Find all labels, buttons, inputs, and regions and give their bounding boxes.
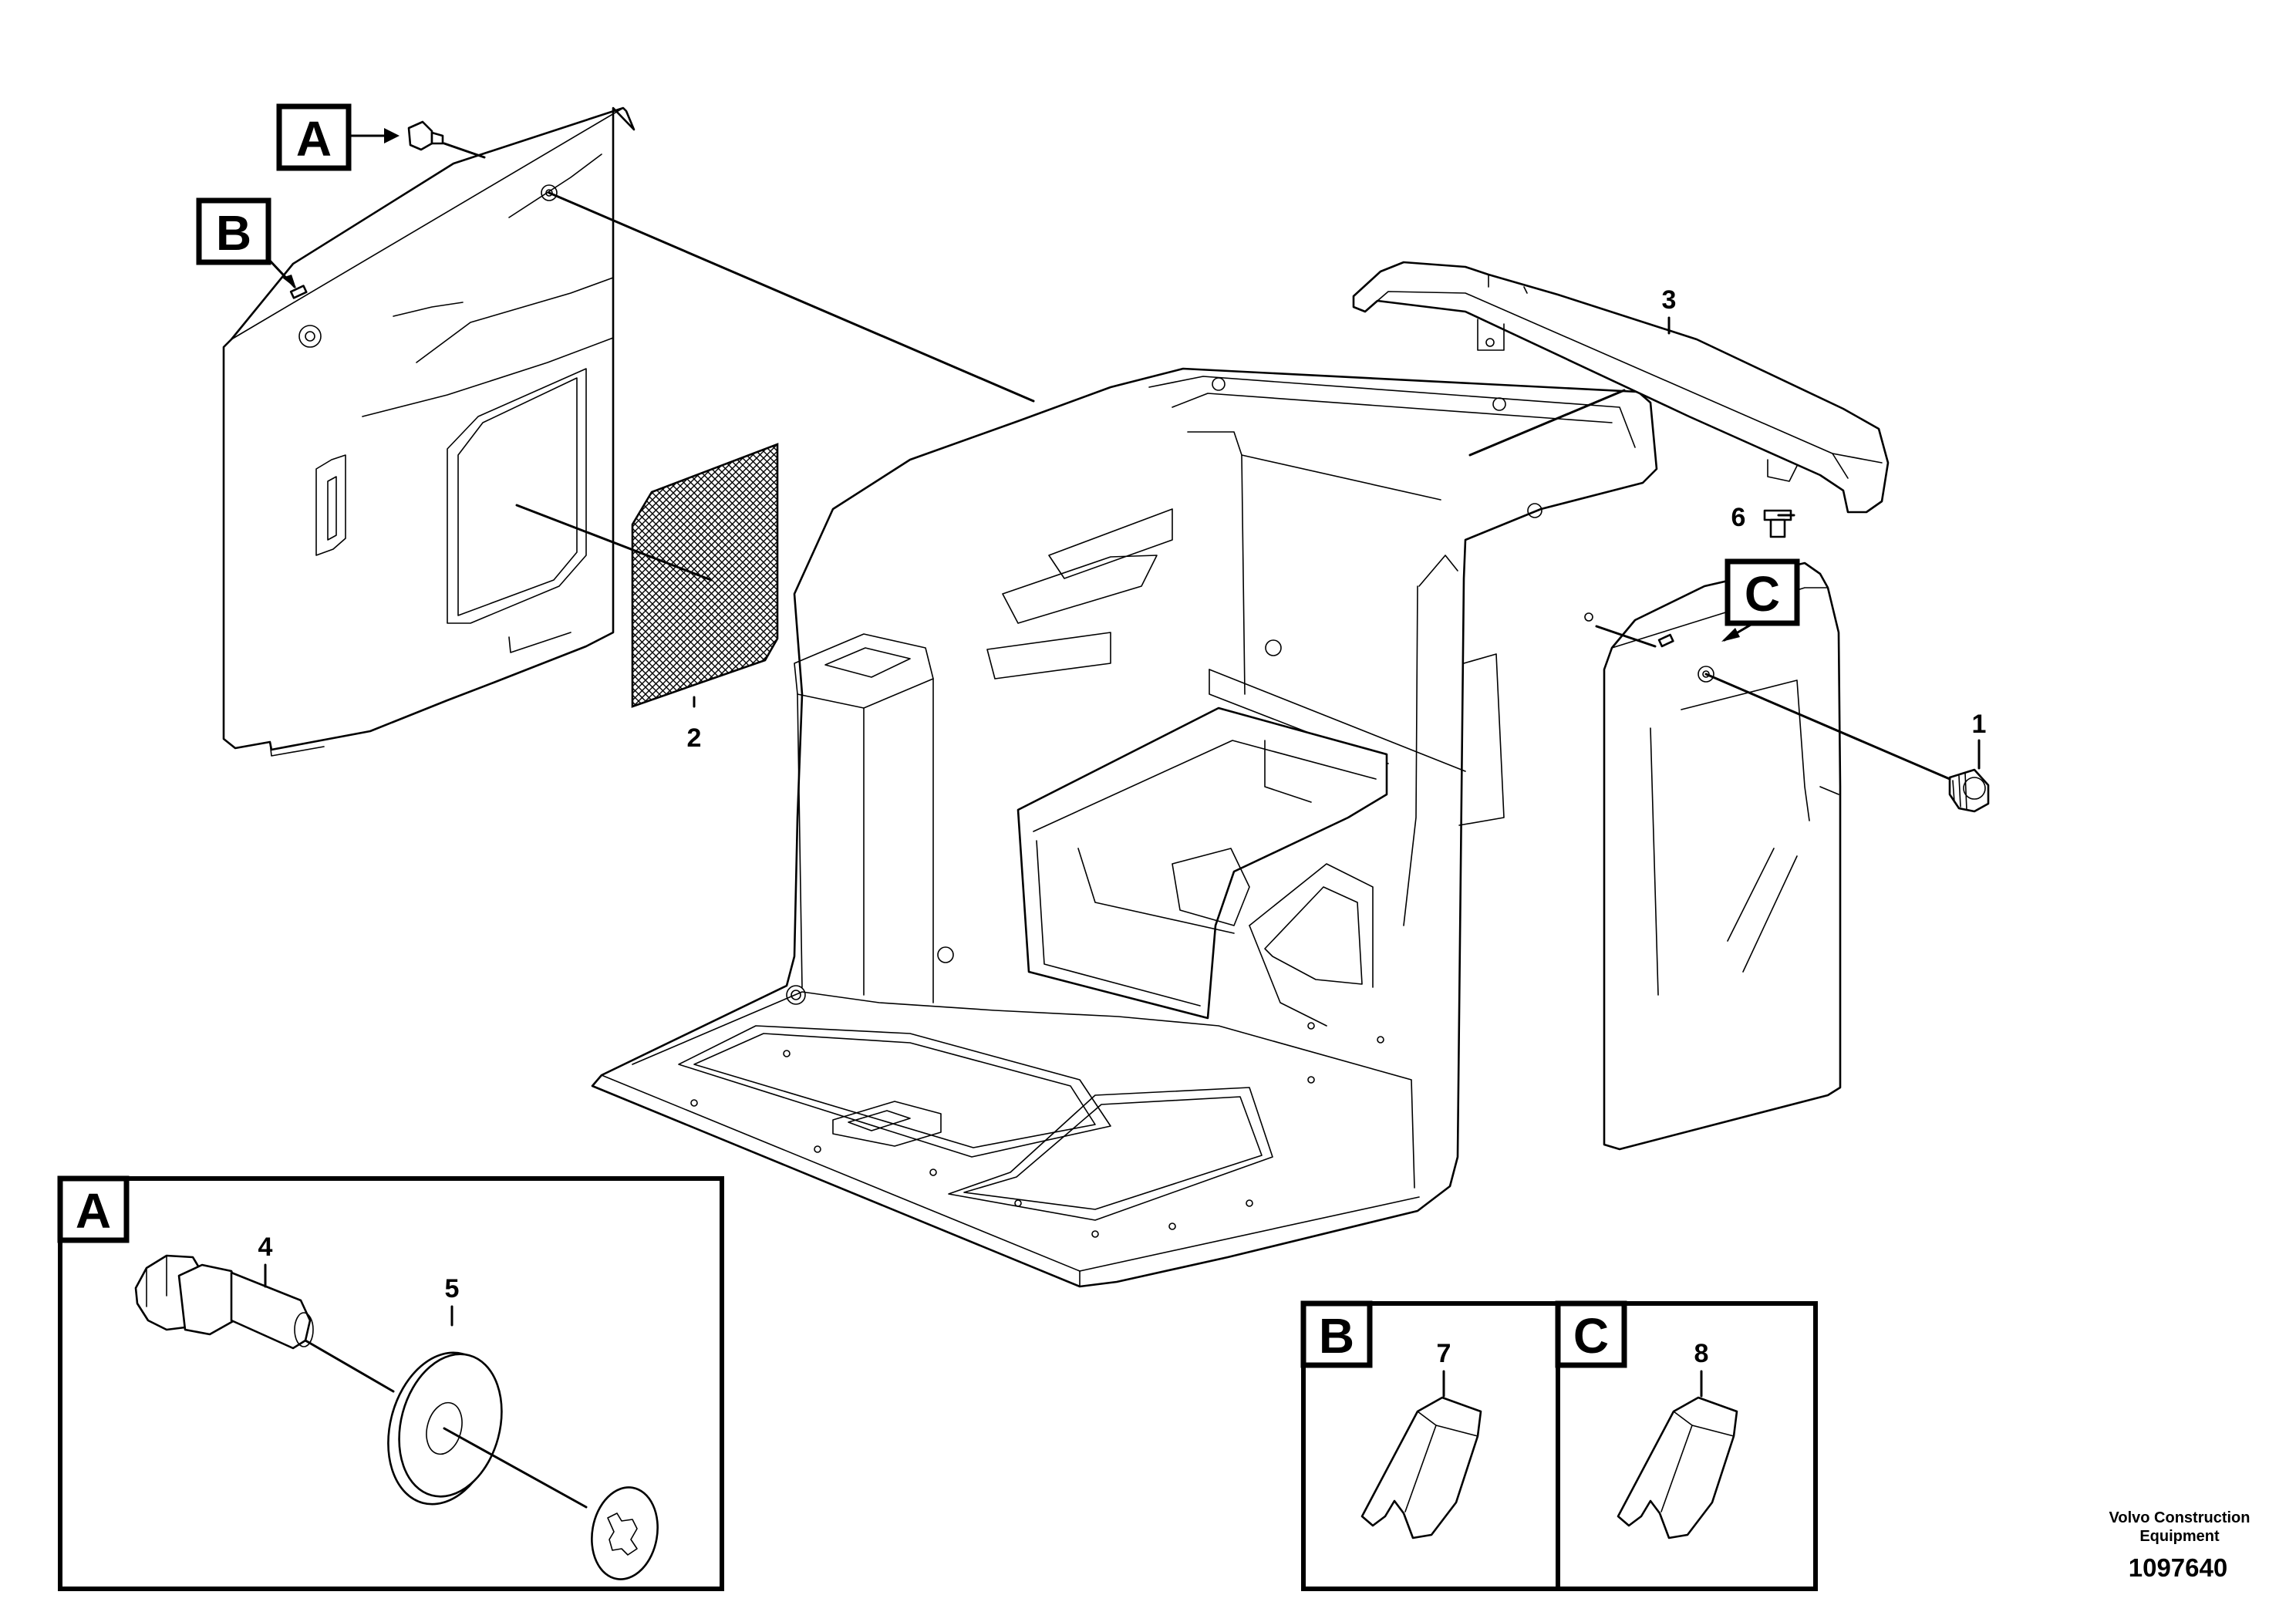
part-number-8: 8 <box>1694 1339 1709 1368</box>
brand-line-1: Volvo Construction <box>2109 1509 2250 1526</box>
top-rail-part-3 <box>1352 261 1890 514</box>
callout-tag-b-label: B <box>216 205 251 261</box>
screw-detail-a <box>407 120 444 151</box>
part-number-4: 4 <box>258 1233 273 1262</box>
detail-box-b: B 7 <box>1300 1300 1560 1591</box>
detail-box-a: A 4 5 <box>57 1175 724 1591</box>
callout-tag-a: A <box>276 103 352 171</box>
leader-arrow-b <box>282 275 296 288</box>
flange-bolt-part-4 <box>134 1254 314 1350</box>
clip-marker-b <box>289 285 308 299</box>
part-number-2: 2 <box>687 723 702 753</box>
right-side-panel <box>1603 561 1842 1151</box>
detail-box-b-tag: B <box>1319 1308 1354 1364</box>
leader-lines <box>268 134 1981 781</box>
clip-part-8 <box>1617 1396 1738 1539</box>
washer-part-5 <box>387 1351 503 1506</box>
part-number-5: 5 <box>445 1274 460 1303</box>
callout-tag-c-label: C <box>1745 566 1780 622</box>
part-number-6: 6 <box>1731 503 1746 532</box>
left-rear-panel <box>222 106 636 757</box>
callout-tag-c: C <box>1725 558 1800 626</box>
callout-tag-a-label: A <box>296 111 332 167</box>
detail-box-c: C 8 <box>1555 1300 1818 1591</box>
mesh-screen-part-2 <box>631 443 779 708</box>
cab-base-frame <box>591 367 1658 1288</box>
part-number-7: 7 <box>1437 1339 1451 1368</box>
detail-box-a-tag: A <box>76 1183 111 1239</box>
part-number-1: 1 <box>1972 710 1987 739</box>
clip-marker-c <box>1657 633 1674 648</box>
detail-box-c-tag: C <box>1573 1308 1609 1364</box>
drawing-number: 1097640 <box>2129 1553 2227 1582</box>
leader-arrow-a <box>384 128 400 143</box>
callout-tag-b: B <box>196 197 271 265</box>
leader-arrow-c <box>1721 628 1740 642</box>
clip-part-7 <box>1360 1396 1482 1539</box>
retaining-clip <box>591 1486 659 1580</box>
nut-part-1 <box>1948 768 1990 813</box>
brand-line-2: Equipment <box>2139 1528 2220 1545</box>
part-number-3: 3 <box>1662 285 1677 315</box>
